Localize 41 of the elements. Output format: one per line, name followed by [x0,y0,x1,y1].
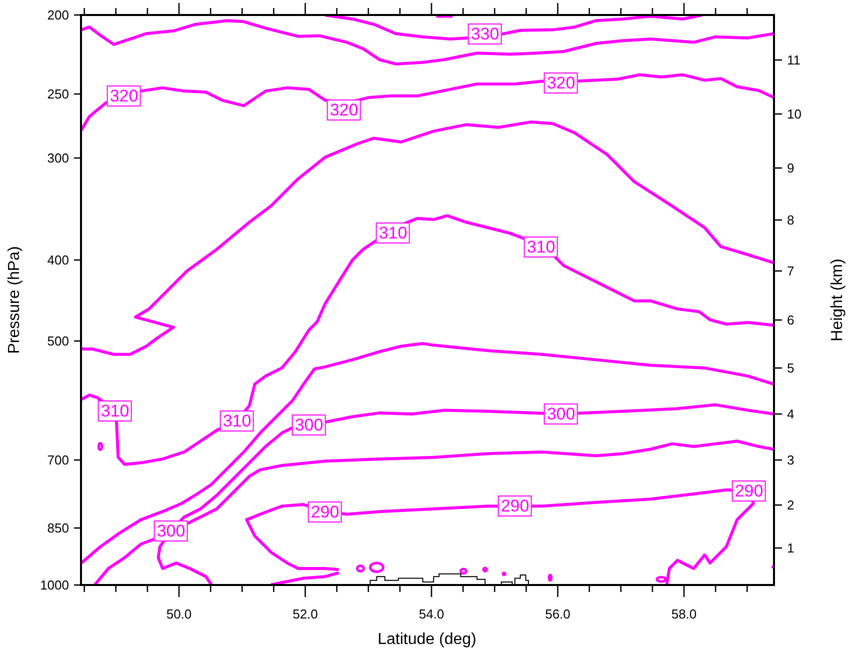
contour-label: 290 [308,502,342,522]
axis-title: Pressure (hPa) [6,246,24,354]
tick-label: 5 [787,360,794,376]
tick-label: 56.0 [545,606,570,622]
contour-label: 310 [220,410,254,432]
contour-label: 310 [98,400,132,422]
contour-label: 290 [732,480,766,502]
tick-label: 400 [47,252,69,268]
tick-label: 10 [787,106,802,122]
tick-label: 6 [787,312,794,328]
tick-label: 2 [787,498,794,512]
tick-label: 50.0 [166,606,192,622]
contour-label: 300 [544,404,578,424]
axis-title: Latitude (deg) [378,631,476,649]
contour-label: 290 [498,496,532,516]
axis-title: Height (km) [829,258,847,342]
tick-label: 54.0 [418,606,444,622]
tick-label: 58.0 [671,606,697,622]
tick-label: 8 [787,212,794,228]
contour-label: 330 [468,24,502,44]
contour-label: 300 [154,520,188,542]
tick-label: 850 [47,520,69,536]
tick-label: 200 [47,8,69,22]
tick-label: 11 [787,52,800,68]
contour-label: 320 [106,86,142,106]
tick-label: 52.0 [292,606,318,622]
tick-label: 7 [787,264,794,278]
tick-label: 3 [787,452,794,468]
tick-label: 1000 [40,578,69,592]
tick-label: 700 [47,452,69,468]
tick-label: 1 [787,540,794,556]
contour-label: 310 [376,222,410,244]
tick-label: 9 [787,160,794,176]
contour-label: 320 [326,100,362,120]
tick-label: 300 [47,150,69,166]
tick-label: 500 [47,334,69,348]
contour-label: 320 [544,72,578,94]
contour-label: 310 [524,236,558,258]
tick-label: 250 [47,86,69,102]
tick-label: 4 [787,406,794,422]
contour-label: 300 [292,414,326,436]
